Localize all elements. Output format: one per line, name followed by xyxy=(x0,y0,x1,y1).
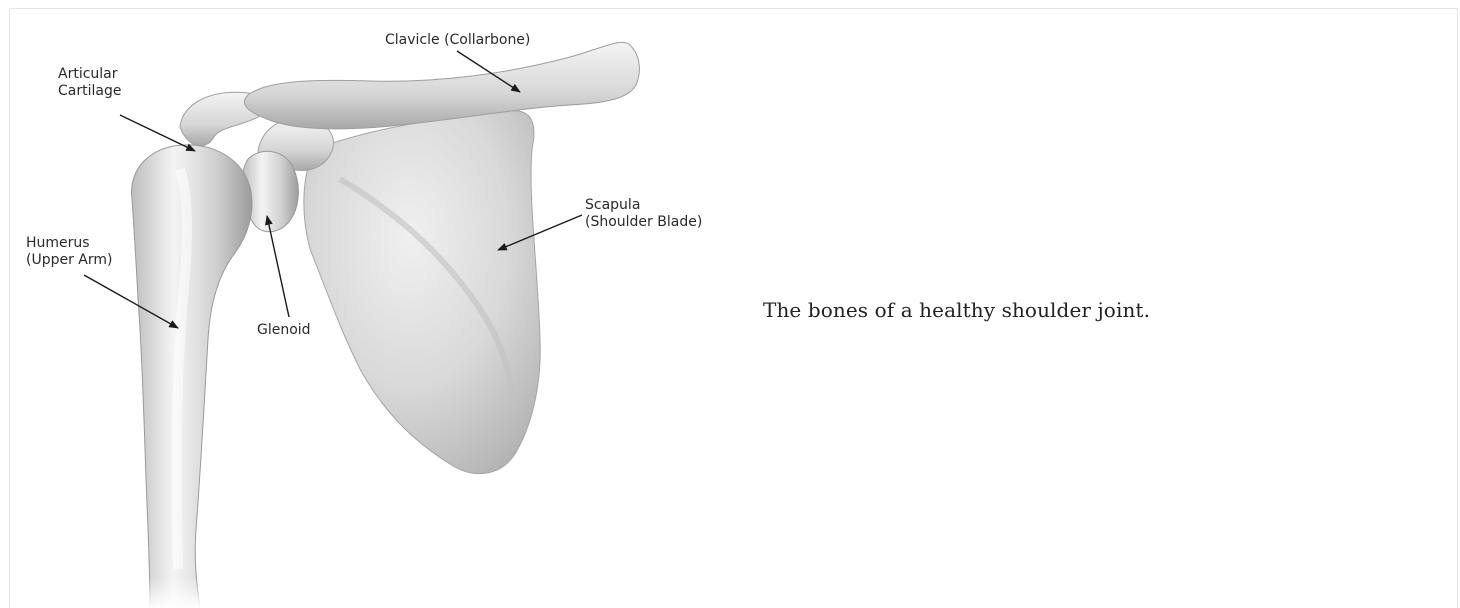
shoulder-diagram-svg: Clavicle (Collarbone) Articular Cartilag… xyxy=(10,9,750,608)
label-glenoid: Glenoid xyxy=(257,322,311,338)
label-cartilage-line1: Articular xyxy=(58,66,118,82)
label-humerus-line2: (Upper Arm) xyxy=(26,252,113,268)
figure-caption: The bones of a healthy shoulder joint. xyxy=(763,298,1150,322)
shoulder-bone-illustration: Clavicle (Collarbone) Articular Cartilag… xyxy=(10,9,750,608)
label-cartilage-line2: Cartilage xyxy=(58,83,121,99)
scapula-shape xyxy=(304,111,540,474)
label-humerus-line1: Humerus xyxy=(26,235,90,251)
arrow-glenoid xyxy=(267,216,289,317)
clavicle-shape xyxy=(244,42,639,129)
label-scapula-line2: (Shoulder Blade) xyxy=(585,214,702,230)
humerus-fade xyxy=(120,479,280,608)
label-clavicle: Clavicle (Collarbone) xyxy=(385,32,530,48)
label-scapula-line1: Scapula xyxy=(585,197,640,213)
